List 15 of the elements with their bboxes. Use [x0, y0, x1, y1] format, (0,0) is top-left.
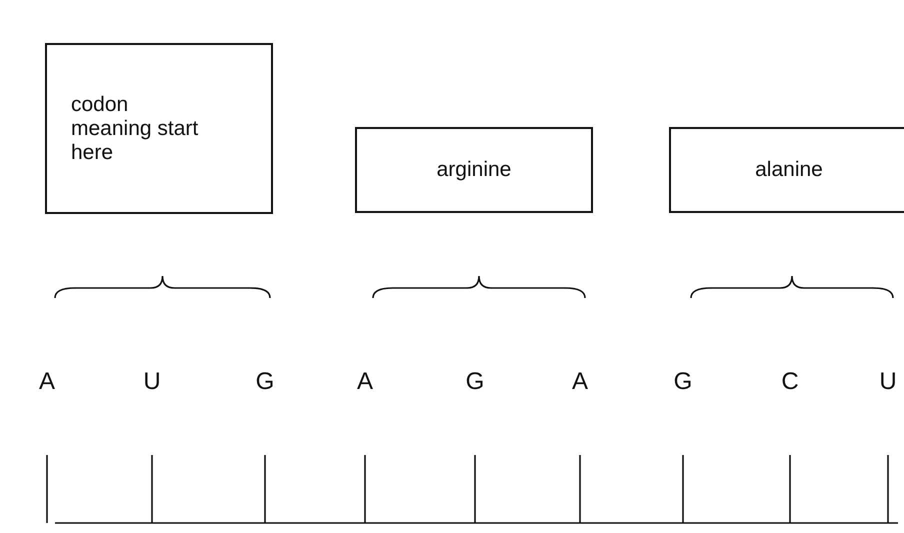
amino-acid-box	[45, 43, 273, 214]
amino-acid-box	[355, 127, 593, 213]
amino-acid-box	[669, 127, 904, 213]
base-letter: U	[879, 368, 897, 396]
box-text: codon meaning start here	[71, 92, 200, 164]
base-letter: G	[256, 368, 274, 396]
base-letter: G	[466, 368, 484, 396]
base-letter: A	[39, 368, 55, 396]
base-letter: C	[781, 368, 799, 396]
base-letter: A	[572, 368, 588, 396]
box-text: arginine	[436, 158, 512, 182]
box-text: alanine	[755, 158, 823, 182]
base-letter: G	[674, 368, 692, 396]
base-letter: A	[357, 368, 373, 396]
base-letter: U	[143, 368, 161, 396]
